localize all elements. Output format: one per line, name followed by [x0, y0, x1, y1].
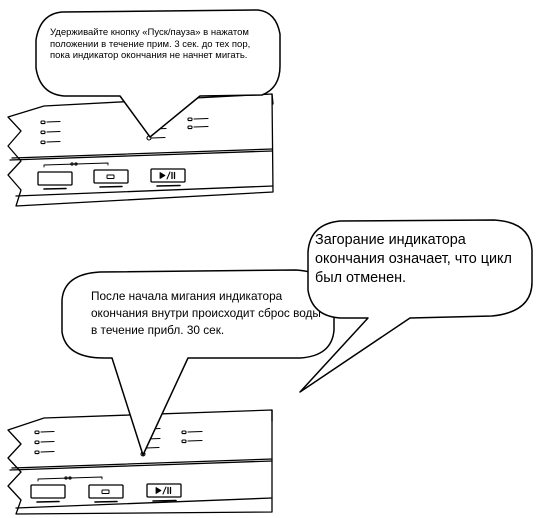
callout-hold-instruction: Удерживайте кнопку «Пуск/пауза» в нажато…: [50, 27, 251, 61]
control-panel-top: [7, 93, 274, 207]
square-button-icon-bottom[interactable]: [88, 484, 124, 503]
speech-bubble-top: [35, 9, 281, 138]
play-pause-icon-bottom[interactable]: [146, 483, 182, 502]
button-group-bracket-bottom: [37, 476, 103, 482]
play-pause-icon[interactable]: [150, 168, 186, 187]
square-button-icon[interactable]: [93, 169, 129, 188]
indicator-dashes-right-bottom: [181, 430, 203, 444]
speech-bubble-cancel: [299, 219, 533, 393]
callout-drain-info: После начала мигания индикатора окончани…: [91, 289, 321, 337]
indicator-dashes-left-bottom: [34, 430, 55, 455]
blank-button-icon-bottom[interactable]: [30, 484, 66, 503]
button-group-bracket: [43, 162, 109, 168]
callout-cancel-info: Загорание индикатора окончания означает,…: [315, 232, 512, 286]
control-panel-bottom: [7, 409, 273, 515]
blank-button-icon[interactable]: [37, 171, 73, 190]
indicator-dashes-right: [187, 117, 209, 130]
indicator-dashes-left: [40, 120, 61, 145]
